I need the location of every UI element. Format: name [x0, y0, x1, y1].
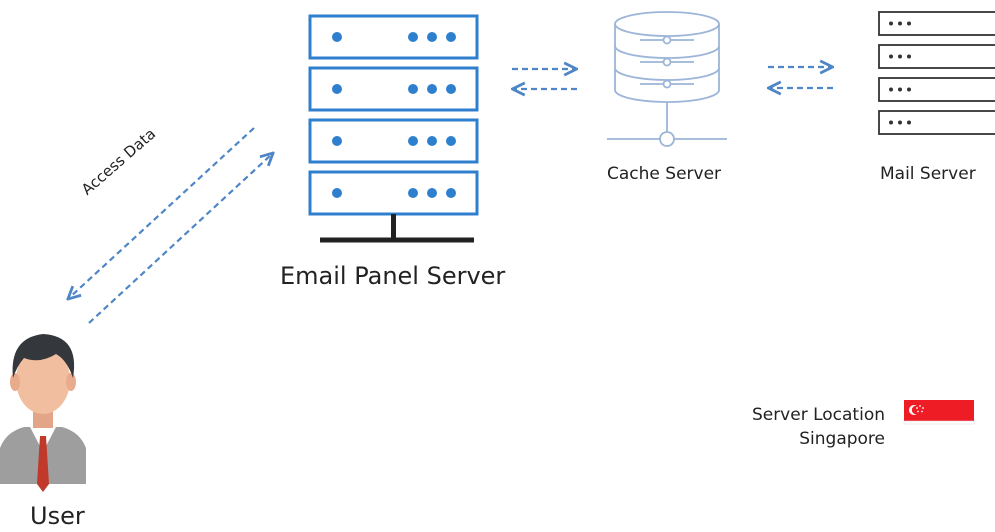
server-location: Server Location Singapore [752, 403, 885, 451]
user-avatar-icon [0, 334, 86, 492]
cache-server-label: Cache Server [607, 164, 722, 184]
cache-server-icon [607, 11, 727, 147]
server-location-value: Singapore [799, 429, 885, 449]
singapore-flag-icon [903, 400, 975, 425]
email-panel-server-icon [308, 14, 479, 243]
user-panel-arrows [69, 127, 272, 324]
cache-mail-arrows [768, 67, 833, 88]
panel-cache-arrows [512, 69, 577, 89]
mail-server-label: Mail Server [880, 164, 976, 184]
user-label: User [30, 502, 85, 530]
server-location-label: Server Location [751, 405, 885, 425]
email-panel-server-label: Email Panel Server [280, 262, 506, 290]
mail-server-icon [878, 11, 995, 135]
